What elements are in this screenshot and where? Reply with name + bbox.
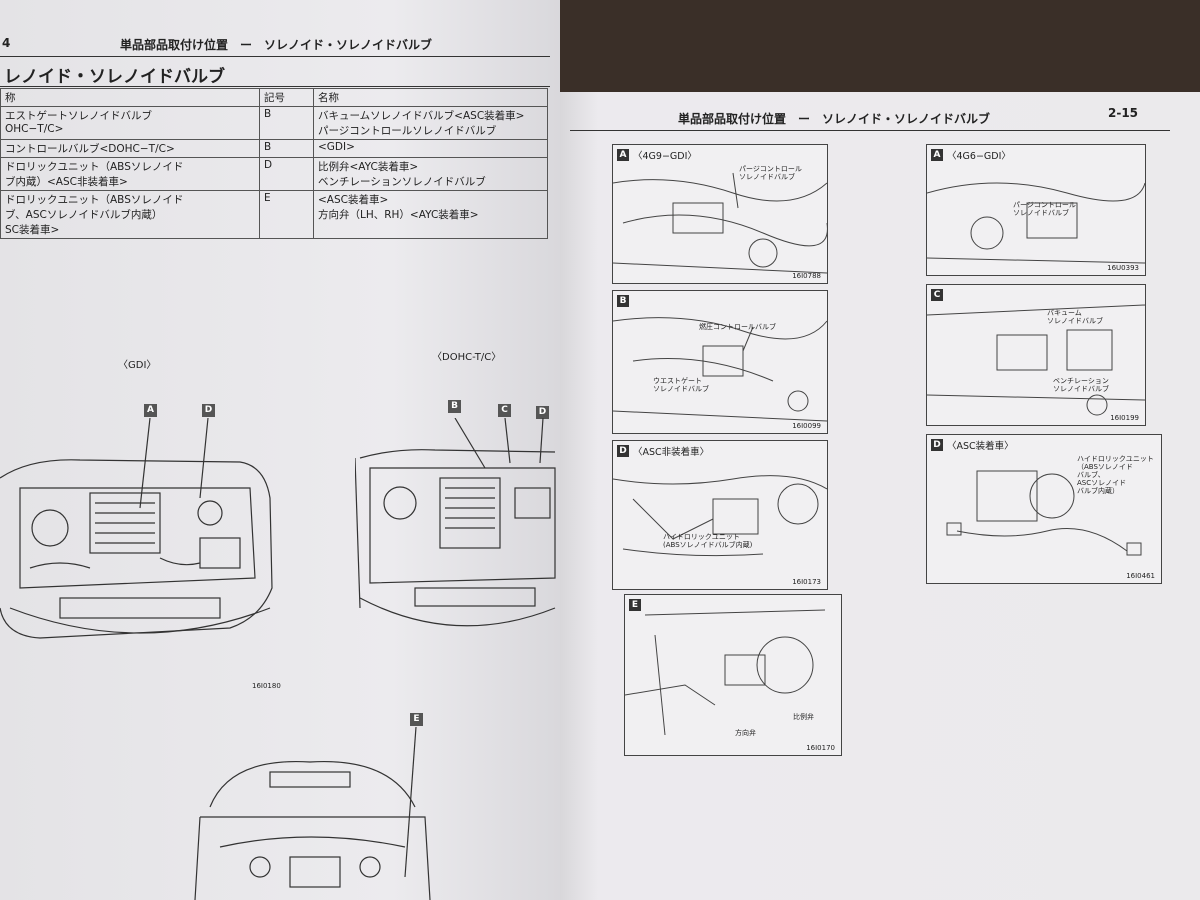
vehicle-underside-drawing: [194, 727, 431, 900]
panel-drawing: [625, 609, 826, 736]
right-page-number: 2-15: [1108, 106, 1139, 120]
table-cell: <ASC装着車> 方向弁（LH、RH）<AYC装着車>: [313, 190, 548, 239]
panel-callout: ウエストゲート ソレノイドバルブ: [653, 377, 709, 393]
panel-callout: ベンチレーション ソレノイドバルブ: [1053, 377, 1109, 393]
callout-c: C: [498, 404, 511, 417]
panel-callout: 方向弁: [735, 729, 756, 737]
panel-drawing: [613, 317, 827, 422]
panel-d-asc-non: D 〈ASC非装着車〉 ハイドロリックユニット (ABSソレノイドバルブ内蔵) …: [612, 440, 828, 590]
panel-subtitle: 〈4G9−GDI〉: [633, 151, 697, 162]
engine-bay-dohc-drawing: [355, 418, 556, 627]
panel-drawing: [927, 304, 1145, 416]
table-header-row: 称 記号 名称: [0, 88, 548, 107]
panel-subtitle: 〈ASC装着車〉: [947, 441, 1014, 452]
right-page-header: 単品部品取付け位置 ー ソレノイド・ソレノイドバルブ: [678, 112, 991, 126]
table-row: ドロリックユニット（ABSソレノイド ブ内蔵）<ASC非装着車> D 比例弁<A…: [0, 157, 548, 191]
table-cell: エストゲートソレノイドバルブ OHC−T/C>: [0, 106, 260, 140]
panel-callout: パージコントロール ソレノイドバルブ: [1013, 201, 1076, 217]
panel-callout: バキューム ソレノイドバルブ: [1047, 309, 1103, 325]
panel-a-4g9: A 〈4G9−GDI〉 パージコントロール ソレノイドバルブ 16I0788: [612, 144, 828, 284]
left-page: 4 単品部品取付け位置 ー ソレノイド・ソレノイドバルブ レノイド・ソレノイドバ…: [0, 0, 560, 900]
diagram-dohc-label: 〈DOHC-T/C〉: [432, 352, 502, 363]
panel-b: B 燃圧コントロールバルブ ウエストゲート ソレノイドバルブ 16I0099: [612, 290, 828, 434]
panel-tag: D: [931, 439, 943, 451]
panel-callout: ハイドロリックユニット （ABSソレノイド バルブ、 ASCソレノイド バルブ内…: [1077, 455, 1154, 495]
panel-fig-number: 16I0788: [792, 272, 821, 280]
callout-d2: D: [536, 406, 549, 419]
panel-drawing: [946, 470, 1142, 556]
panel-callout: ハイドロリックユニット (ABSソレノイドバルブ内蔵): [663, 533, 753, 549]
callout-d: D: [202, 404, 215, 417]
table-cell-code: B: [259, 106, 314, 140]
left-page-header: 単品部品取付け位置 ー ソレノイド・ソレノイドバルブ: [120, 38, 433, 52]
engine-bay-gdi-drawing: [0, 418, 273, 639]
panel-c: C バキューム ソレノイドバルブ ベンチレーション ソレノイドバルブ 16I01…: [926, 284, 1146, 426]
callout-e: E: [410, 713, 423, 726]
table-row: ドロリックユニット（ABSソレノイド ブ、ASCソレノイドバルブ内蔵） SC装着…: [0, 190, 548, 239]
table-row: エストゲートソレノイドバルブ OHC−T/C> B バキュームソレノイドバルブ<…: [0, 106, 548, 140]
panel-fig-number: 16I0461: [1126, 572, 1155, 580]
table-cell-code: B: [259, 139, 314, 158]
table-cell: ドロリックユニット（ABSソレノイド ブ、ASCソレノイドバルブ内蔵） SC装着…: [0, 190, 260, 239]
section-title: レノイド・ソレノイドバルブ: [4, 67, 225, 87]
panel-d-asc: D 〈ASC装着車〉 ハイドロリックユニット （ABSソレノイド バルブ、 AS…: [926, 434, 1162, 584]
panel-drawing: [613, 172, 827, 274]
panel-callout: パージコントロール ソレノイドバルブ: [739, 165, 802, 181]
solenoid-table: 称 記号 名称 エストゲートソレノイドバルブ OHC−T/C> B バキュームソ…: [0, 88, 548, 239]
left-page-number: 4: [2, 36, 11, 50]
table-cell: バキュームソレノイドバルブ<ASC装着車> パージコントロールソレノイドバルブ: [313, 106, 548, 140]
panel-tag: B: [617, 295, 629, 307]
section-rule: [0, 86, 550, 87]
panel-tag: A: [931, 149, 943, 161]
header-rule: [0, 56, 550, 57]
panel-tag: A: [617, 149, 629, 161]
panel-callout: 燃圧コントロールバルブ: [699, 323, 776, 331]
table-row: コントロールバルブ<DOHC−T/C> B <GDI>: [0, 139, 548, 158]
panel-fig-number: 16I0199: [1110, 414, 1139, 422]
diagram-gdi-fig-number: 16I0180: [252, 682, 281, 690]
panel-tag: D: [617, 445, 629, 457]
table-cell: 比例弁<AYC装着車> ベンチレーションソレノイドバルブ: [313, 157, 548, 191]
panel-drawing: [613, 475, 827, 557]
header-name-right: 名称: [313, 88, 548, 107]
panel-callout: 比例弁: [793, 713, 814, 721]
panel-drawing: [927, 182, 1145, 264]
panel-subtitle: 〈4G6−GDI〉: [947, 151, 1011, 162]
table-cell: ドロリックユニット（ABSソレノイド ブ内蔵）<ASC非装着車>: [0, 157, 260, 191]
panel-tag: E: [629, 599, 641, 611]
panel-fig-number: 16I0170: [806, 744, 835, 752]
panel-subtitle: 〈ASC非装着車〉: [633, 447, 710, 458]
panel-tag: C: [931, 289, 943, 301]
panel-fig-number: 16U0393: [1107, 264, 1139, 272]
callout-a: A: [144, 404, 157, 417]
table-cell-code: D: [259, 157, 314, 191]
diagram-gdi-label: 〈GDI〉: [118, 360, 157, 371]
table-cell: <GDI>: [313, 139, 548, 158]
panel-fig-number: 16I0173: [792, 578, 821, 586]
right-page: 単品部品取付け位置 ー ソレノイド・ソレノイドバルブ 2-15 A 〈4G9−G…: [560, 92, 1200, 900]
panel-e: E 方向弁 比例弁 16I0170: [624, 594, 842, 756]
panel-a-4g6: A 〈4G6−GDI〉 パージコントロール ソレノイドバルブ 16U0393: [926, 144, 1146, 276]
table-cell-code: E: [259, 190, 314, 239]
table-cell: コントロールバルブ<DOHC−T/C>: [0, 139, 260, 158]
panel-fig-number: 16I0099: [792, 422, 821, 430]
right-header-rule: [570, 130, 1170, 131]
header-name-left: 称: [0, 88, 260, 107]
header-code: 記号: [259, 88, 314, 107]
callout-b: B: [448, 400, 461, 413]
